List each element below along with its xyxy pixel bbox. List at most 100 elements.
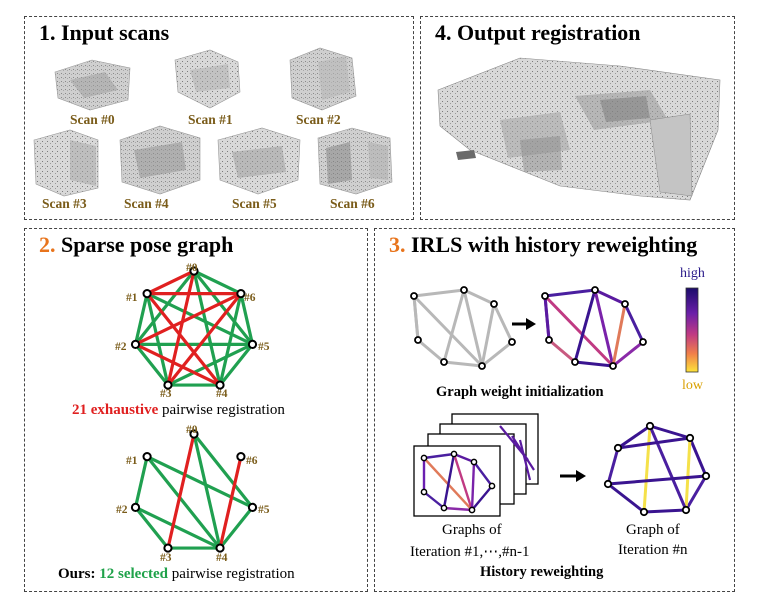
graphA-edge-3-5 [166, 342, 255, 387]
irls-weighted-graph-edge-6 [611, 302, 627, 368]
graph-init-caption: Graph weight initialization [436, 384, 604, 400]
graphA-edge-0-2 [133, 269, 196, 346]
graphB-node-5 [247, 502, 258, 512]
irls-init-graph-node-5 [440, 358, 448, 366]
final-graph-edge-2 [684, 475, 708, 511]
final-graph-edge-8 [684, 437, 692, 511]
legend-colorbar [685, 287, 699, 373]
irls-arrow-1-head [526, 318, 536, 330]
history-front-edge-3 [442, 453, 456, 509]
scan-1-image [174, 49, 241, 109]
sparse-pose-graph-panel: 2. Sparse pose graph [24, 228, 368, 592]
irls-init-graph-node-4 [478, 362, 486, 370]
graphA-node-label-6: #6 [244, 292, 256, 304]
irls-weighted-graph-node-0 [541, 292, 549, 300]
irls-init-graph-node-3 [508, 338, 516, 346]
graphA-edge-3-6 [166, 291, 243, 387]
graphB-node-label-3: #3 [160, 552, 172, 564]
scan-label-3: Scan #3 [42, 196, 87, 211]
graphA-edge-4-5 [218, 342, 255, 387]
graphA-node-label-2: #2 [115, 341, 127, 353]
history-front-edge-5 [453, 452, 475, 464]
final-graph-node-3 [681, 505, 691, 515]
graphA-node-label-1: #1 [126, 292, 138, 304]
final-graph-edge-0 [649, 424, 691, 440]
graphB-node-label-0: #0 [186, 424, 198, 436]
irls-weighted-graph-edge-0 [543, 288, 597, 298]
graphA-node-label-5: #5 [258, 341, 270, 353]
irls-weighted-graph-edge-3 [573, 288, 597, 364]
scan-6-image [317, 127, 393, 195]
graphB-edge-4-6 [218, 454, 243, 550]
graphB-edge-0-3 [166, 432, 196, 550]
graphA-edge-2-6 [133, 291, 243, 346]
history-front-node-2 [470, 458, 478, 466]
input-scans-panel: 1. Input scans [24, 16, 414, 220]
final-graph-node-0 [645, 421, 655, 431]
irls-init-graph-edge-3 [442, 288, 466, 364]
graphB-edge-4-5 [218, 505, 255, 550]
graphB-node-2 [130, 502, 141, 512]
graphB-edge-0-4 [192, 432, 222, 550]
graphB-node-1 [142, 451, 152, 462]
graphB-node-label-2: #2 [116, 504, 128, 516]
graphB-node-label-6: #6 [246, 455, 258, 467]
final-graph-edge-7 [642, 425, 652, 513]
graphB-edge-2-4 [133, 505, 222, 550]
irls-weighted-graph-edge-11 [543, 294, 551, 342]
history-reweighting-caption: History reweighting [480, 564, 604, 580]
graphA-edge-1-4 [145, 291, 222, 387]
history-front-node-0 [420, 454, 428, 462]
irls-panel: 3. IRLS with history reweighting [374, 228, 735, 592]
input-scans-title: 1. Input scans [39, 20, 170, 45]
graphB-edge-1-5 [145, 454, 255, 509]
scan-label-2: Scan #2 [296, 112, 341, 127]
irls-init-graph-edge-6 [480, 302, 496, 368]
irls-weighted-graph-edge-2 [543, 294, 615, 368]
graphA-edge-1-3 [145, 291, 170, 387]
history-front-node-4 [468, 506, 476, 514]
history-front-node-6 [420, 488, 428, 496]
scan-label-4: Scan #4 [124, 196, 169, 211]
irls-weighted-graph-edge-10 [547, 338, 577, 364]
scan-label-1: Scan #1 [188, 112, 233, 127]
irls-init-graph-node-6 [414, 336, 422, 344]
history-front-edge-4 [452, 453, 474, 511]
history-front-edge-7 [473, 461, 493, 487]
graphB-edge-1-4 [145, 454, 222, 550]
graphB-node-6 [236, 451, 246, 462]
graphA-edge-2-4 [133, 342, 222, 387]
irls-title: 3. IRLS with history reweighting [389, 232, 698, 257]
graphA-edge-0-6 [192, 269, 243, 296]
graphA-node-label-0: #0 [186, 262, 198, 274]
irls-weighted-graph-node-5 [571, 358, 579, 366]
final-graph-node-1 [685, 433, 695, 443]
legend-low-label: low [682, 378, 703, 393]
graphA-edge-5-6 [239, 291, 255, 346]
scan-4-image [119, 125, 201, 195]
history-front-node-5 [440, 504, 448, 512]
graphs-of-label: Graphs of [442, 522, 502, 538]
graphB-edge-1-2 [133, 454, 149, 509]
history-front-node-3 [488, 482, 496, 490]
scan-label-5: Scan #5 [232, 196, 277, 211]
final-graph-edge-5 [606, 447, 620, 485]
irls-init-graph-edge-4 [462, 288, 484, 368]
output-registration-panel: 4. Output registration [420, 16, 735, 220]
graphA-node-label-4: #4 [216, 388, 228, 400]
scan-5-image [217, 127, 301, 195]
graphA-edge-2-3 [133, 342, 170, 387]
scan-3-image [33, 129, 99, 197]
irls-arrow-2-head [576, 470, 586, 482]
graph-of-label: Graph of [626, 522, 680, 538]
final-graph-node-4 [639, 507, 649, 517]
final-graph-edge-9 [648, 425, 688, 511]
graphB-node-label-4: #4 [216, 552, 228, 564]
iteration-n-label: Iteration #n [618, 542, 688, 558]
irls-init-graph-edge-5 [462, 288, 496, 306]
history-front-node-1 [450, 450, 458, 458]
irls-init-graph-node-2 [490, 300, 498, 308]
history-front-edge-9 [443, 506, 473, 512]
